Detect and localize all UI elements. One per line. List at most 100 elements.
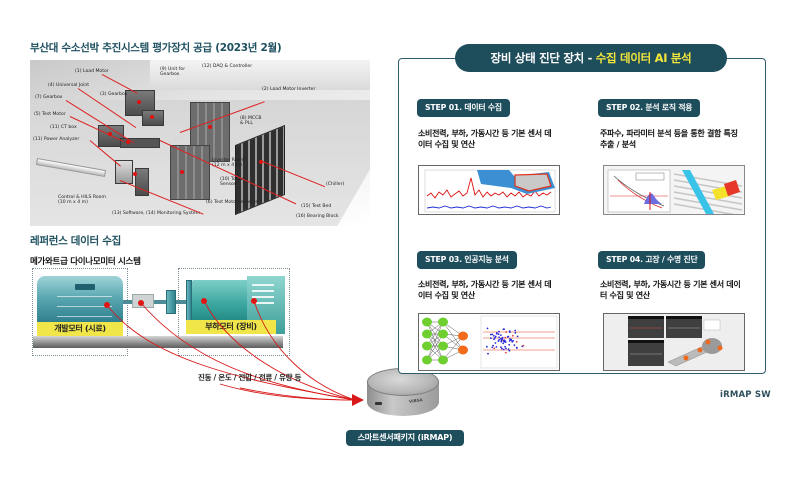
label-torque-sensor: (10) Torque Sensor	[220, 177, 247, 187]
scatter-point	[491, 333, 494, 336]
marker-dot	[259, 160, 263, 164]
step-01-image-sensor-chart	[418, 165, 560, 215]
scatter-point	[512, 339, 514, 342]
scatter-point	[498, 330, 500, 333]
step-04-image-diagnosis-dashboard	[603, 313, 745, 371]
label-test-inverter: (6) Test Motor Inverter	[206, 200, 258, 205]
dev-motor-frame	[32, 268, 128, 356]
sensor-badge: 스마트센서패키지 (iRMAP)	[346, 430, 464, 446]
dynamometer-title: 메가와트급 다이나모미터 시스템	[30, 257, 141, 267]
label-load-motor: (1) Load Motor	[75, 69, 109, 74]
label-mccb-pll: (8) MCCB & PLL	[240, 116, 262, 126]
scatter-point	[493, 347, 496, 350]
nn-node	[438, 317, 448, 327]
scatter-point	[487, 352, 489, 355]
step-01-badge: STEP 01. 데이터 수집	[417, 99, 510, 117]
scatter-point	[508, 340, 511, 342]
scatter-point	[509, 338, 511, 340]
scatter-point	[494, 342, 497, 344]
label-load-inverter: (2) Load Motor Inverter	[262, 87, 316, 92]
label-unit-gearbox: (9) Unit for Gearbox	[160, 67, 186, 77]
marker-dot	[208, 125, 212, 129]
panel-title-main: 장비 상태 진단 장치 -	[490, 51, 596, 65]
scatter-point	[513, 344, 516, 347]
facility-3d-illustration: (1) Load Motor (4) Universal Joint (3) G…	[30, 60, 370, 226]
nn-node	[458, 345, 468, 355]
marker-dot	[126, 140, 130, 144]
step-03-desc: 소비전력, 부하, 가동시간 등 기본 센서 데이터 수집 및 연산	[418, 280, 552, 300]
nn-edge	[426, 321, 444, 361]
fault-marker	[705, 339, 711, 345]
label-daq-controller: (12) DAQ & Controller	[202, 64, 253, 69]
step-01-desc: 소비전력, 부하, 가동시간 등 기본 센서 데이터 수집 및 연산	[418, 129, 552, 149]
red-signal-line	[426, 177, 552, 199]
nn-node	[422, 329, 432, 339]
scatter-point	[490, 337, 492, 340]
scatter-point	[498, 336, 500, 339]
nn-edge	[442, 335, 464, 361]
nn-edge	[442, 321, 464, 351]
fault-marker	[717, 345, 723, 351]
label-test-motor: (5) Test Motor	[34, 112, 66, 117]
label-bearing-block: (16) Bearing Block	[296, 214, 339, 219]
marker-dot	[133, 172, 137, 176]
label-gearbox-7: (7) Gearbox	[35, 95, 63, 100]
motor-fin	[57, 296, 112, 297]
scatter-point	[514, 332, 517, 334]
panel-title: 장비 상태 진단 장치 - 수집 데이터 AI 분석	[455, 44, 727, 72]
scatter-point	[508, 349, 511, 352]
nn-node	[438, 329, 448, 339]
nn-node	[458, 331, 468, 341]
scatter-point	[504, 351, 507, 354]
scatter-point	[491, 346, 494, 349]
cabinet-block	[135, 168, 149, 196]
marker-dot	[180, 170, 184, 174]
blue-signal-line	[426, 205, 552, 209]
scatter-point	[497, 340, 500, 342]
signal-line	[253, 300, 356, 401]
scatter-point	[511, 334, 514, 337]
panel-title-accent: 수집 데이터 AI 분석	[595, 51, 692, 65]
label-control-room: Control & HILS Room (10 m x 4 m)	[58, 195, 106, 205]
facility-wall	[150, 60, 370, 90]
marker-dot	[150, 115, 154, 119]
yellow-highlight	[712, 186, 730, 200]
step-02-badge: STEP 02. 분석 로직 적용	[598, 99, 701, 117]
grill	[252, 290, 274, 292]
scatter-point	[505, 331, 507, 333]
scatter-point	[505, 347, 507, 350]
scatter-point	[506, 336, 509, 338]
label-test-bed: (15) Test Bed	[301, 204, 332, 209]
label-software: (13) Software, (14) Monitoring System	[112, 211, 201, 216]
nn-node	[438, 341, 448, 351]
label-gearbox-3: (3) Gearbox	[100, 92, 128, 97]
scatter-point	[502, 342, 505, 345]
scatter-point	[504, 340, 507, 342]
signal-line	[203, 300, 356, 401]
nn-node	[422, 355, 432, 365]
signal-line	[239, 387, 356, 401]
scatter-point	[501, 337, 503, 340]
nn-node	[422, 317, 432, 327]
label-ct-box: (11) CT box	[50, 125, 77, 130]
grill	[252, 296, 274, 298]
label-power-analyzer: (11) Power Analyzer	[33, 137, 80, 142]
scatter-point	[497, 333, 500, 336]
scatter-point	[492, 334, 495, 337]
scatter-point	[486, 345, 488, 348]
scatter-point	[507, 348, 510, 351]
scatter-point	[498, 338, 501, 341]
step-03-badge: STEP 03. 인공지능 분석	[417, 251, 517, 269]
facility-title: 부산대 수소선박 추진시스템 평가장치 공급 (2023년 2월)	[30, 42, 282, 54]
fault-marker	[697, 347, 703, 353]
reference-title: 레퍼런스 데이터 수집	[30, 235, 121, 247]
label-inverter-room: Inverter Room (12 m x 4 m)	[212, 158, 245, 168]
scatter-point	[504, 336, 507, 339]
scatter-plot	[486, 327, 525, 355]
motor-fin	[57, 306, 112, 307]
smart-sensor-device: VIBSA	[365, 368, 445, 418]
irmap-sw-label: iRMAP SW	[720, 390, 771, 400]
load-motor-label: 부하모터 (장비)	[186, 320, 276, 334]
bearing-block	[120, 138, 160, 148]
